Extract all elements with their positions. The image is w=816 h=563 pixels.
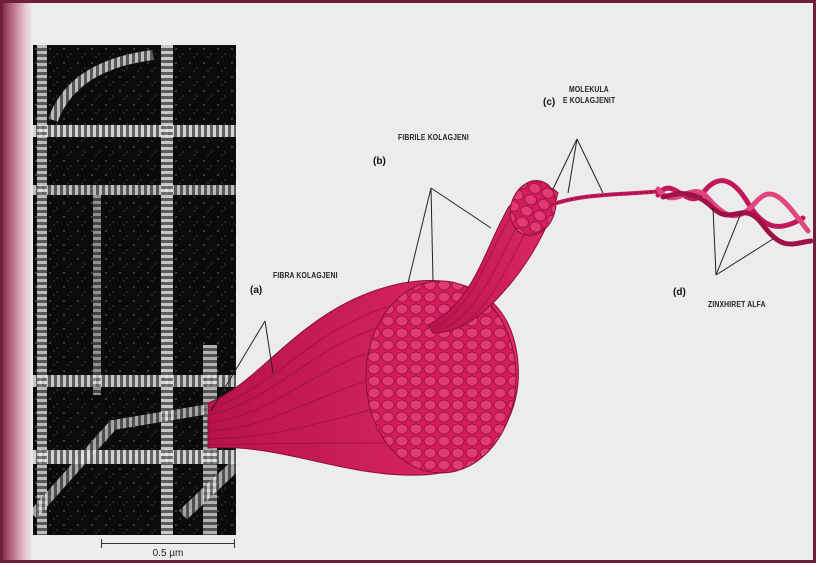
part-c-label-line2: E KOLAGJENIT (563, 96, 615, 106)
part-b-letter: (b) (373, 156, 386, 167)
part-a-label: FIBRA KOLAGJENI (273, 271, 338, 281)
fiber-cross-section (366, 281, 516, 473)
part-d-label: ZINXHIRET ALFA (708, 300, 766, 310)
part-c-label-line1: MOLEKULA (569, 85, 609, 95)
alpha-chains-helix (658, 181, 811, 244)
part-d-letter: (d) (673, 287, 686, 298)
part-a-letter: (a) (250, 285, 262, 296)
part-b-label: FIBRILE KOLAGJENI (398, 133, 469, 143)
part-c-letter: (c) (543, 97, 555, 108)
collagen-illustration (3, 3, 813, 560)
collagen-molecule (551, 191, 663, 205)
